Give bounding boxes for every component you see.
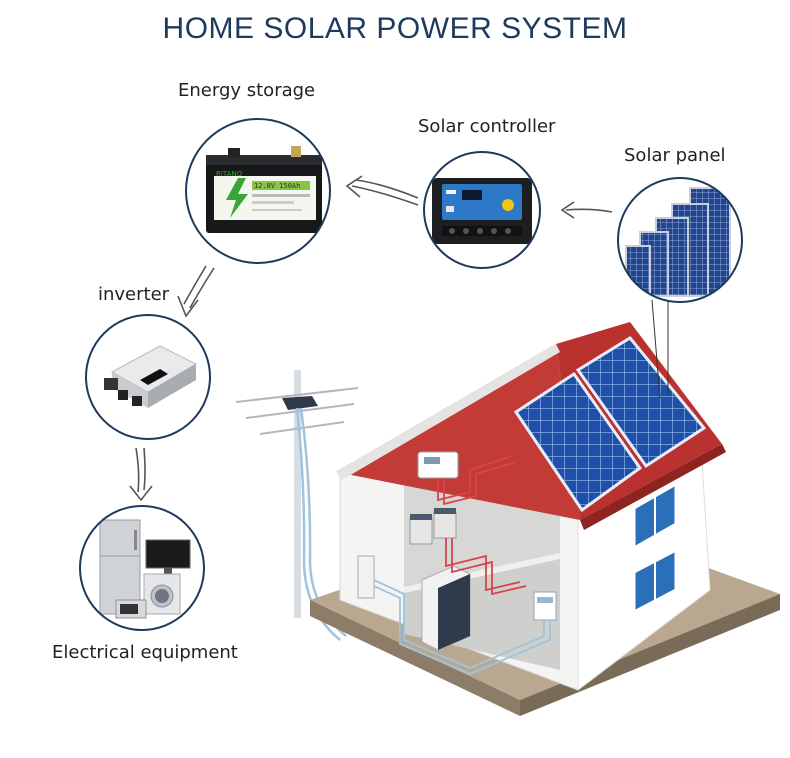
house-inverter bbox=[421, 565, 471, 651]
battery-brand: RITANO bbox=[216, 170, 243, 178]
inverter-icon bbox=[104, 345, 198, 408]
house-controller bbox=[417, 451, 459, 479]
battery-spec: 12.8V 150Ah bbox=[254, 182, 300, 190]
appliances-icon bbox=[99, 519, 191, 619]
battery-icon: RITANO 12.8V 150Ah bbox=[206, 146, 322, 233]
house-breaker-panel bbox=[533, 591, 557, 621]
electrical-equipment-node bbox=[79, 505, 205, 631]
flow-arrow-inverter-to-equipment bbox=[129, 447, 153, 502]
house-wiring-red bbox=[437, 455, 527, 596]
house-batteries bbox=[409, 508, 457, 545]
panel-leader-lines bbox=[651, 299, 669, 399]
flow-arrow-controller-to-storage bbox=[345, 175, 419, 206]
label-solar-controller: Solar controller bbox=[418, 116, 556, 137]
solar-panel-node bbox=[617, 177, 743, 303]
controller-icon bbox=[432, 178, 532, 244]
flow-arrow-panel-to-controller bbox=[560, 201, 613, 219]
house-meter-box bbox=[357, 555, 375, 599]
house-window-upper bbox=[632, 481, 678, 551]
inverter-node bbox=[85, 314, 211, 440]
diagram-title: HOME SOLAR POWER SYSTEM bbox=[162, 12, 628, 45]
roof-solar-panels bbox=[513, 336, 707, 513]
label-electrical-equipment: Electrical equipment bbox=[52, 642, 238, 663]
house-wiring-blue bbox=[373, 579, 551, 675]
house-window-lower bbox=[632, 547, 678, 615]
energy-storage-node: RITANO 12.8V 150Ah bbox=[185, 118, 331, 264]
label-solar-panel: Solar panel bbox=[624, 145, 726, 166]
solar-controller-node bbox=[423, 151, 541, 269]
flow-arrow-storage-to-inverter bbox=[177, 265, 215, 318]
label-inverter: inverter bbox=[98, 284, 170, 305]
house-illustration bbox=[310, 322, 780, 716]
label-energy-storage: Energy storage bbox=[178, 80, 316, 101]
